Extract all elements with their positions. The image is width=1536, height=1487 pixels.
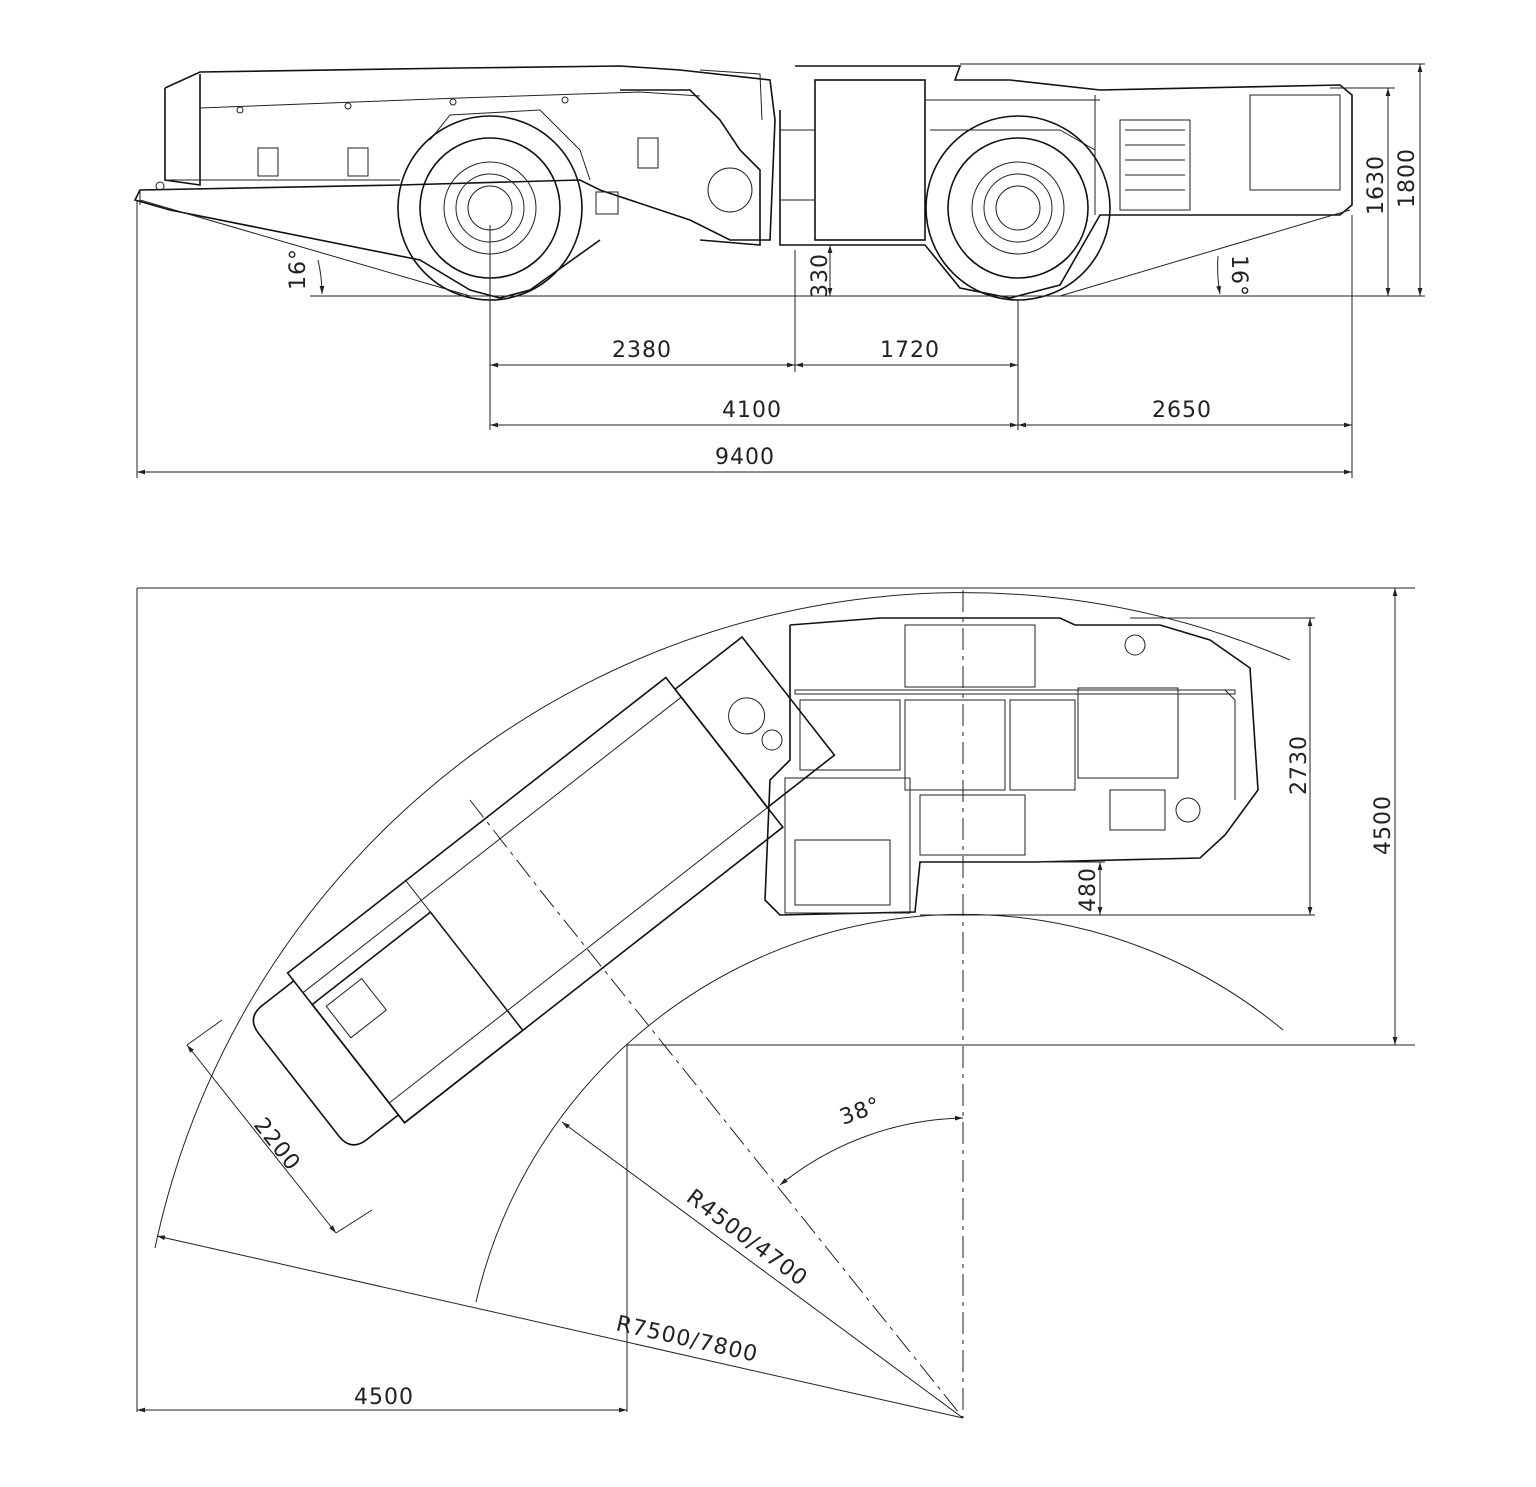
dim-2650-label: 2650 [1152,398,1212,423]
height-1630-label: 1630 [1364,155,1389,215]
bucket-2200-label: 2200 [248,1113,305,1176]
angle-front-label: 16° [1226,255,1251,297]
angle-38-label: 38° [837,1093,885,1131]
angle-rear-label: 16° [286,248,311,290]
side-view-machine [133,65,1353,301]
dim-1720-label: 1720 [880,338,940,363]
width-4500-right-label: 4500 [1371,795,1396,855]
radius-inner-label: R4500/4700 [681,1185,812,1292]
dim-2380-label: 2380 [612,338,672,363]
ground-clearance-label: 330 [808,253,833,298]
width-4500-bottom-label: 4500 [354,1385,414,1410]
offset-480-label: 480 [1076,867,1101,912]
radius-outer-label: R7500/7800 [614,1311,761,1367]
width-2730-label: 2730 [1287,735,1312,795]
side-view-dimensions: 16° 16° 330 2380 1720 4100 2650 9400 163… [136,63,1425,478]
top-view-machine [136,587,1415,1419]
top-view-dimensions: 2730 4500 480 2200 38° R4500/4700 R7500/… [137,588,1398,1419]
dim-4100-label: 4100 [722,398,782,423]
height-1800-label: 1800 [1395,148,1420,208]
dim-9400-label: 9400 [715,445,775,470]
